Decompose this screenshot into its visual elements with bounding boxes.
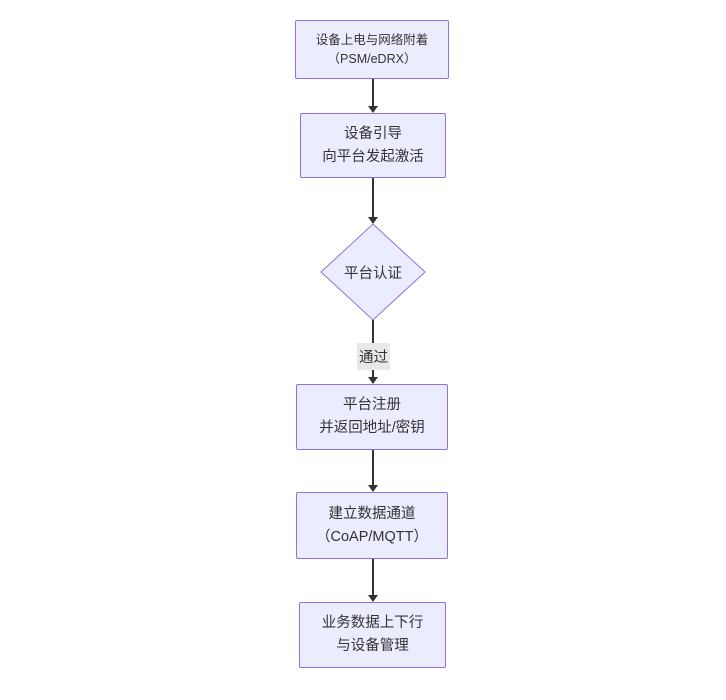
node-label-line: 与设备管理 xyxy=(336,638,409,654)
node-power-on-network-attach: 设备上电与网络附着 （PSM/eDRX） xyxy=(295,20,449,79)
decision-platform-auth: 平台认证 xyxy=(320,223,426,321)
node-platform-register: 平台注册 并返回地址/密钥 xyxy=(296,384,448,450)
arrowhead-down-icon xyxy=(368,595,378,602)
edge-line xyxy=(372,450,374,486)
node-label-line: 平台注册 xyxy=(343,397,401,413)
node-device-bootstrap-activate: 设备引导 向平台发起激活 xyxy=(300,113,446,178)
node-label-line: 向平台发起激活 xyxy=(322,148,424,165)
edge-arrow-b-c xyxy=(366,178,380,224)
node-label-line: 并返回地址/密钥 xyxy=(319,420,425,436)
edge-arrow-e-f xyxy=(366,559,380,602)
edge-line xyxy=(372,559,374,596)
arrowhead-down-icon xyxy=(368,217,378,224)
node-label-line: （CoAP/MQTT） xyxy=(316,528,428,545)
node-label-line: （PSM/eDRX） xyxy=(327,51,417,66)
arrowhead-down-icon xyxy=(368,485,378,492)
node-label-line: 建立数据通道 xyxy=(328,505,416,522)
edge-arrow-a-b xyxy=(366,79,380,113)
arrowhead-down-icon xyxy=(368,377,378,384)
edge-line xyxy=(372,79,374,107)
edge-line xyxy=(372,178,374,218)
node-business-data-device-mgmt: 业务数据上下行 与设备管理 xyxy=(299,602,446,668)
arrowhead-down-icon xyxy=(368,106,378,113)
node-establish-data-channel: 建立数据通道 （CoAP/MQTT） xyxy=(296,492,448,559)
node-label-line: 业务数据上下行 xyxy=(321,615,424,631)
edge-label-pass: 通过 xyxy=(357,343,390,370)
node-label-line: 设备上电与网络附着 xyxy=(315,32,429,47)
decision-label: 平台认证 xyxy=(344,265,402,282)
edge-arrow-d-e xyxy=(366,450,380,492)
node-label-line: 设备引导 xyxy=(344,125,402,142)
